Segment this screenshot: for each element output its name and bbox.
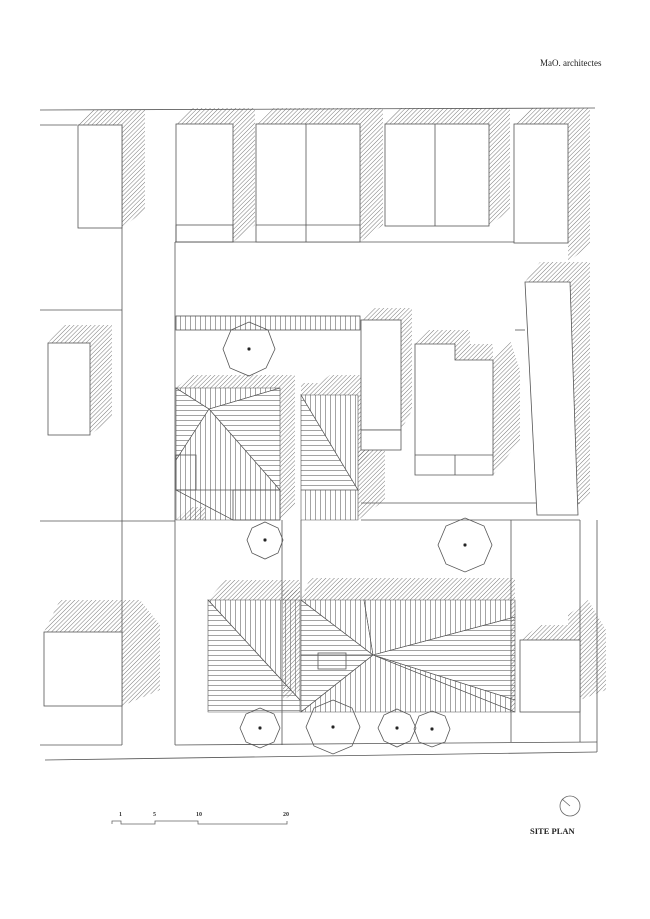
tree-icon [437,517,493,573]
tree-icon [377,708,417,748]
tree-icon [305,699,361,755]
scale-label-10: 10 [196,812,202,818]
roof-a [174,387,281,521]
drawing-title: SITE PLAN [530,826,575,836]
trees [222,321,493,755]
north-arrow-icon [559,795,581,817]
roofs [174,387,516,713]
tree-icon [246,521,284,560]
firm-name: MaO. architectes [540,58,602,68]
tree-icon [413,710,451,748]
tree-icon [239,707,281,749]
scale-label-5: 5 [153,812,156,818]
tree-icon [222,321,276,377]
scale-bar [111,820,288,825]
roof-c [207,599,301,713]
roof-b [300,393,359,521]
roof-d [300,599,516,713]
scale-label-20: 20 [283,812,289,818]
pergola [175,315,361,331]
scale-label-1: 1 [119,812,122,818]
